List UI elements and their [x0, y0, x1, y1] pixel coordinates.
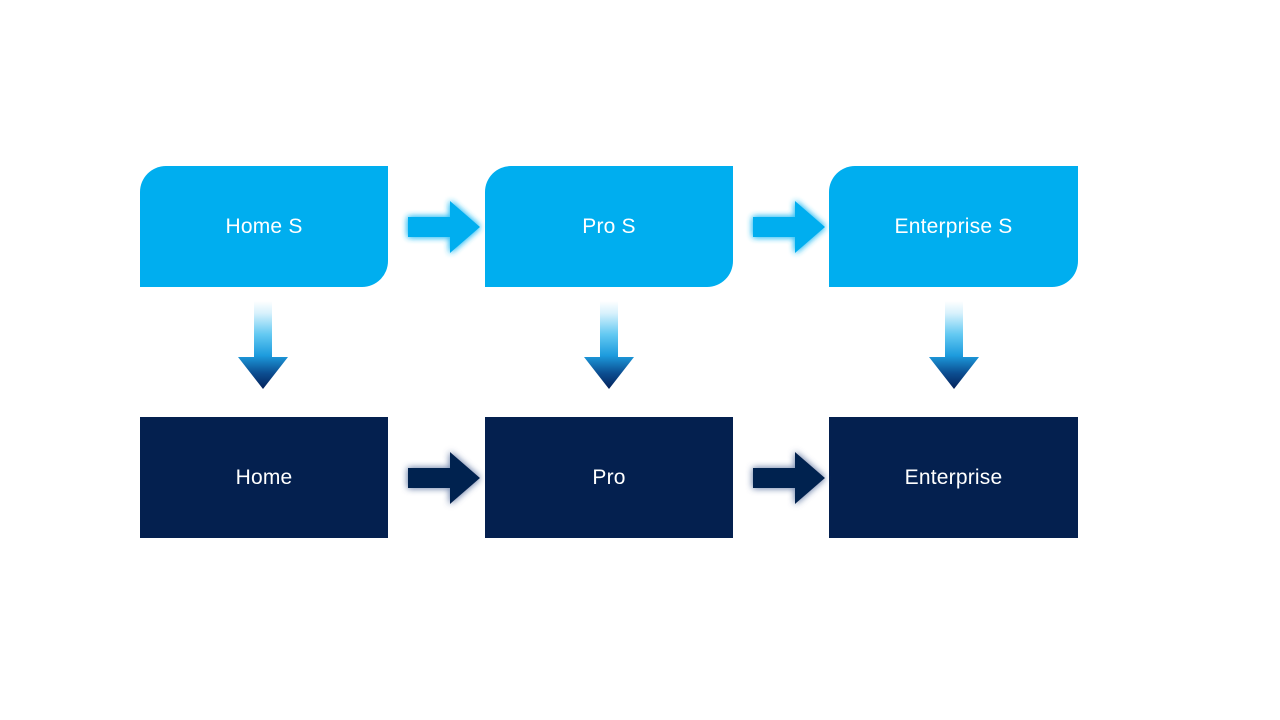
node-enterprise[interactable]: Enterprise: [829, 417, 1078, 538]
node-home[interactable]: Home: [140, 417, 388, 538]
node-pro[interactable]: Pro: [485, 417, 733, 538]
arrow-enterprise-s-to-enterprise: [919, 299, 989, 395]
node-enterprise-s-label: Enterprise S: [894, 215, 1013, 238]
arrow-down-icon: [238, 301, 288, 389]
node-enterprise-label: Enterprise: [904, 466, 1003, 489]
node-enterprise-s[interactable]: Enterprise S: [829, 166, 1078, 287]
arrow-right-icon: [753, 201, 825, 253]
node-home-label: Home: [235, 466, 293, 489]
node-pro-label: Pro: [592, 466, 626, 489]
node-home-s[interactable]: Home S: [140, 166, 388, 287]
arrow-pro-to-enterprise: [745, 442, 831, 514]
arrow-home-s-to-home: [228, 299, 298, 395]
arrow-home-to-pro: [400, 442, 486, 514]
node-pro-s-label: Pro S: [582, 215, 636, 238]
arrow-down-icon: [584, 301, 634, 389]
arrow-right-icon: [408, 452, 480, 504]
arrow-right-icon: [408, 201, 480, 253]
arrow-home-s-to-pro-s: [400, 191, 486, 263]
arrow-right-icon: [753, 452, 825, 504]
arrow-down-icon: [929, 301, 979, 389]
node-pro-s[interactable]: Pro S: [485, 166, 733, 287]
arrow-pro-s-to-enterprise-s: [745, 191, 831, 263]
node-home-s-label: Home S: [225, 215, 303, 238]
arrow-pro-s-to-pro: [574, 299, 644, 395]
